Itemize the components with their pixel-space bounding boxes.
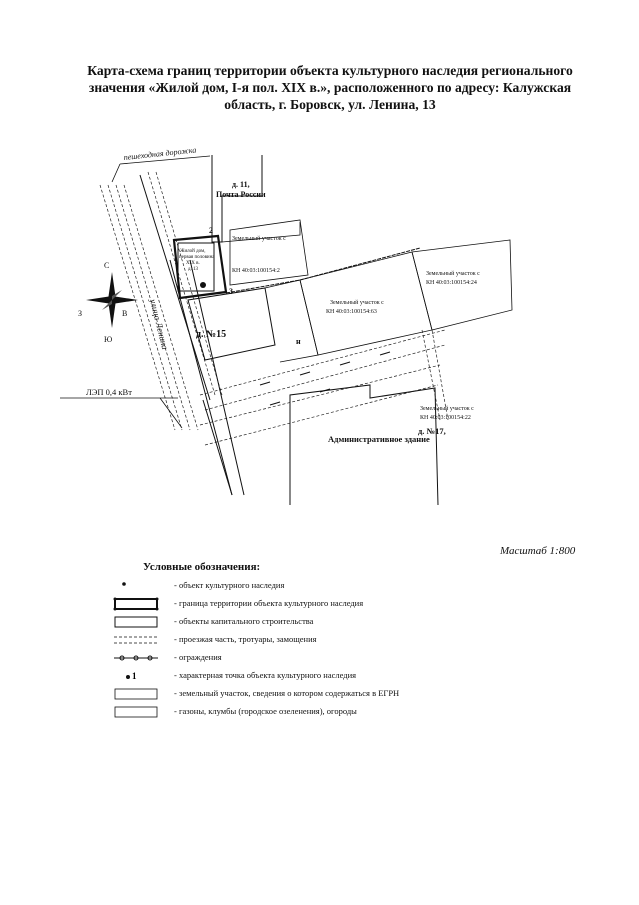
parcel-24 (411, 239, 513, 331)
svg-text:XIX в.: XIX в. (186, 261, 200, 266)
footpath-leader (119, 155, 211, 165)
svg-text:Почта России: Почта России (216, 190, 266, 199)
power-line-label: ЛЭП 0,4 кВт (86, 387, 132, 397)
road-dashed-lines (99, 171, 449, 446)
point-2-label: 2 (209, 226, 213, 235)
heritage-object-dot (200, 282, 206, 288)
building-house-15: д. №15 н (187, 279, 319, 363)
building-house-17: д. №17, Административное здание (289, 384, 446, 506)
svg-text:Ю: Ю (104, 335, 112, 344)
parcel-24-cad: КН 40:03:100154:24 (426, 280, 477, 286)
svg-text:З: З (78, 309, 82, 318)
parcel-2-boundary (229, 219, 309, 286)
svg-text:В: В (122, 309, 127, 318)
street-solid-lines (139, 174, 245, 496)
svg-text:д. 13: д. 13 (188, 267, 199, 272)
title-line-2: значения «Жилой дом, I-я пол. XIX в.», р… (88, 80, 572, 95)
heritage-object-icon (122, 582, 126, 586)
parcel-63-cad: КН 40:03:100154:63 (326, 309, 377, 315)
svg-text:д. №17,: д. №17, (418, 426, 446, 436)
site-plan: пешеходная дорожка улица Ленина ЛЭП 0,4 … (60, 145, 513, 506)
legend-title: Условные обозначения: (143, 561, 261, 573)
territory-boundary-icon (113, 597, 159, 611)
legend-text: - земельный участок, сведения о котором … (174, 688, 400, 698)
map-title: Карта-схема границ территории объекта ку… (60, 62, 600, 113)
green-area-icon (114, 706, 158, 718)
title-line-1: Карта-схема границ территории объекта ку… (87, 63, 573, 78)
svg-text:Жилой дом,: Жилой дом, (180, 249, 205, 254)
svg-text:Административное здание: Административное здание (328, 434, 430, 444)
parcel-22-cad: КН 40:03:100154:22 (420, 415, 471, 421)
heritage-object: Жилой дом, первая половина XIX в. д. 13 … (172, 226, 233, 300)
title-line-3: область, г. Боровск, ул. Ленина, 13 (224, 97, 436, 112)
parcel-icon (114, 688, 158, 700)
svg-text:д. 11,: д. 11, (232, 180, 250, 189)
footpath-leader-2 (111, 163, 121, 183)
parcel-2-label: Земельный участок с (232, 235, 286, 242)
legend-text: - характерная точка объекта культурного … (174, 670, 357, 680)
compass-rose: С Ю З В (78, 261, 138, 344)
parcel-22-label: Земельный участок с (420, 405, 474, 412)
road-arrows (259, 351, 391, 406)
fence-icon (114, 655, 158, 661)
svg-text:д. №15: д. №15 (196, 329, 226, 340)
legend-text: - граница территории объекта культурного… (174, 598, 364, 608)
legend-text: - объекты капитального строительства (174, 616, 314, 626)
legend-text: - проезжая часть, тротуары, замощения (174, 634, 317, 644)
legend-text: - объект культурного наследия (174, 580, 285, 590)
street-label: улица Ленина (148, 297, 171, 351)
n-label: н (296, 337, 301, 346)
parcel-24-label: Земельный участок с (426, 270, 480, 277)
parcel-2-cad: КН 40:03:100154:2 (232, 268, 280, 274)
dashed-lines-icon (114, 636, 158, 644)
building-icon (114, 616, 158, 628)
point-3-label: 3 (229, 287, 233, 296)
scale-label: Масштаб 1:800 (500, 545, 576, 557)
building-house-11: д. 11, Почта России (211, 155, 301, 243)
footpath-label: пешеходная дорожка (123, 145, 196, 162)
svg-text:1: 1 (132, 671, 137, 681)
legend-text: - газоны, клумбы (городское озеленения),… (174, 706, 357, 716)
svg-text:первая половина: первая половина (179, 255, 215, 260)
svg-text:С: С (104, 261, 109, 270)
point-icon: 1 (126, 671, 137, 681)
power-line-diag (159, 397, 183, 429)
legend-text: - ограждения (174, 652, 222, 662)
parcel-63-label: Земельный участок с (330, 299, 384, 306)
